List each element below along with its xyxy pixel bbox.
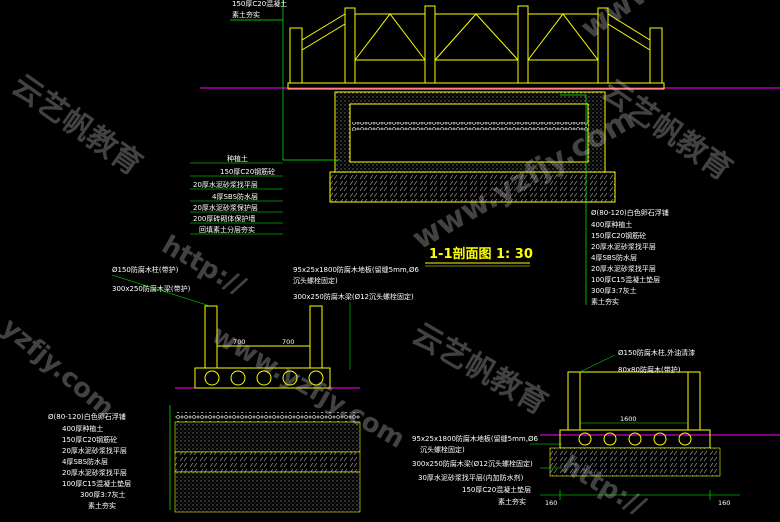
railing — [287, 5, 665, 90]
leaders-top — [230, 0, 587, 305]
section-title-text: 1-1剖面图 1: 30 — [429, 246, 533, 262]
top-label: Ø150防腐木柱,外油清漆 — [618, 348, 695, 357]
top-label-0: 150厚C20混凝土 — [232, 0, 287, 8]
top-label: Ø150防腐木柱(带护) — [112, 265, 179, 274]
layer-label: 沉头螺栓固定) — [420, 445, 465, 454]
layer-label: 30厚水泥砂浆找平层(内加防水剂) — [418, 473, 524, 482]
dim-bottom-right: 1600 — [620, 415, 637, 423]
bottom-right-layers: 95x25x1800防腐木地板(留缝5mm,Ø6 沉头螺栓固定) 300x250… — [412, 434, 562, 506]
top-label-1: 素土夯实 — [232, 10, 260, 19]
layer-label: 300厚3:7灰土 — [80, 490, 126, 499]
layer-label: 150厚C20混凝土垫层 — [462, 485, 531, 494]
watermark-short: yzfjy.com — [0, 312, 120, 423]
pond-basin — [329, 91, 616, 203]
dim-bottom-right-a: 160 — [545, 499, 557, 507]
layer-label: 20厚水泥砂浆找平层 — [62, 468, 127, 477]
layer-label: 300厚3:7灰土 — [591, 286, 637, 295]
layer-label: 回填素土分层夯实 — [199, 225, 255, 234]
watermark-brand: 云艺帆教育 — [5, 68, 148, 183]
dim-left-0: 700 — [233, 338, 245, 346]
top-label: 300x250防腐木梁(带护) — [112, 284, 191, 293]
dim-left-1: 700 — [282, 338, 294, 346]
layer-label: 20厚水泥砂浆找平层 — [591, 264, 656, 273]
layer-label: 100厚C15混凝土垫层 — [62, 479, 131, 488]
layer-label: 素土夯实 — [498, 497, 526, 506]
layer-label: 素土夯实 — [591, 297, 619, 306]
layer-label: Ø(80-120)白色卵石浮铺 — [591, 208, 669, 217]
layer-label: 400厚种植土 — [591, 220, 632, 229]
deck-label: 沉头螺栓固定) — [293, 276, 338, 285]
layer-label: 150厚C20钢筋砼 — [62, 435, 117, 444]
dim-bottom-right-b: 160 — [718, 499, 730, 507]
layer-label: 20厚水泥砂浆找平层 — [591, 242, 656, 251]
layer-label: Ø(80-120)白色卵石浮铺 — [48, 412, 126, 421]
layer-label: 200厚砖砌体保护墙 — [193, 214, 255, 223]
deck-label: 95x25x1800防腐木地板(留缝5mm,Ø6 — [293, 265, 419, 274]
layer-label: 100厚C15混凝土垫层 — [591, 275, 660, 284]
layer-label: 4厚SBS防水层 — [212, 192, 258, 201]
layer-label: 400厚种植土 — [62, 424, 103, 433]
section-title: 1-1剖面图 1: 30 — [425, 246, 533, 267]
deck-label: 300x250防腐木梁(Ø12沉头螺栓固定) — [293, 292, 414, 301]
layer-label: 4厚SBS防水层 — [62, 457, 108, 466]
layer-label: 20厚水泥砂浆找平层 — [62, 446, 127, 455]
layer-label: 20厚水泥砂浆保护层 — [193, 203, 258, 212]
right-top-layers: Ø(80-120)白色卵石浮铺 400厚种植土 150厚C20钢筋砼 20厚水泥… — [591, 208, 669, 306]
watermark-brand: 云艺帆教育 — [406, 317, 553, 422]
section-bottom-left: 700 700 Ø150防腐木柱(带护) 300x250防腐木梁(带护) 95x… — [48, 265, 419, 513]
section-bottom-right: 1600 160 160 Ø150防腐木柱,外油清漆 80x80防腐木(带护) … — [412, 348, 780, 507]
layer-label: 素土夯实 — [88, 501, 116, 510]
layer-label: 4厚SBS防水层 — [591, 253, 637, 262]
top-label: 80x80防腐木(带护) — [618, 365, 681, 374]
layer-label: 300x250防腐木梁(Ø12沉头螺栓固定) — [412, 459, 533, 468]
layer-label: 种植土 — [227, 154, 248, 163]
layer-label: 150厚C20钢筋砼 — [591, 231, 646, 240]
section-1-1: 150厚C20混凝土 素土夯实 种植土 150厚C20钢筋砼 20厚水泥砂浆找平… — [190, 0, 780, 306]
layer-label: 150厚C20钢筋砼 — [220, 167, 275, 176]
left-top-layers: 种植土 150厚C20钢筋砼 20厚水泥砂浆找平层 4厚SBS防水层 20厚水泥… — [190, 154, 283, 235]
layer-label: 20厚水泥砂浆找平层 — [193, 180, 258, 189]
layer-label: 95x25x1800防腐木地板(留缝5mm,Ø6 — [412, 434, 538, 443]
watermark-url: www.yzfjy.com — [575, 0, 780, 47]
bottom-left-layers: Ø(80-120)白色卵石浮铺 400厚种植土 150厚C20钢筋砼 20厚水泥… — [48, 412, 131, 510]
